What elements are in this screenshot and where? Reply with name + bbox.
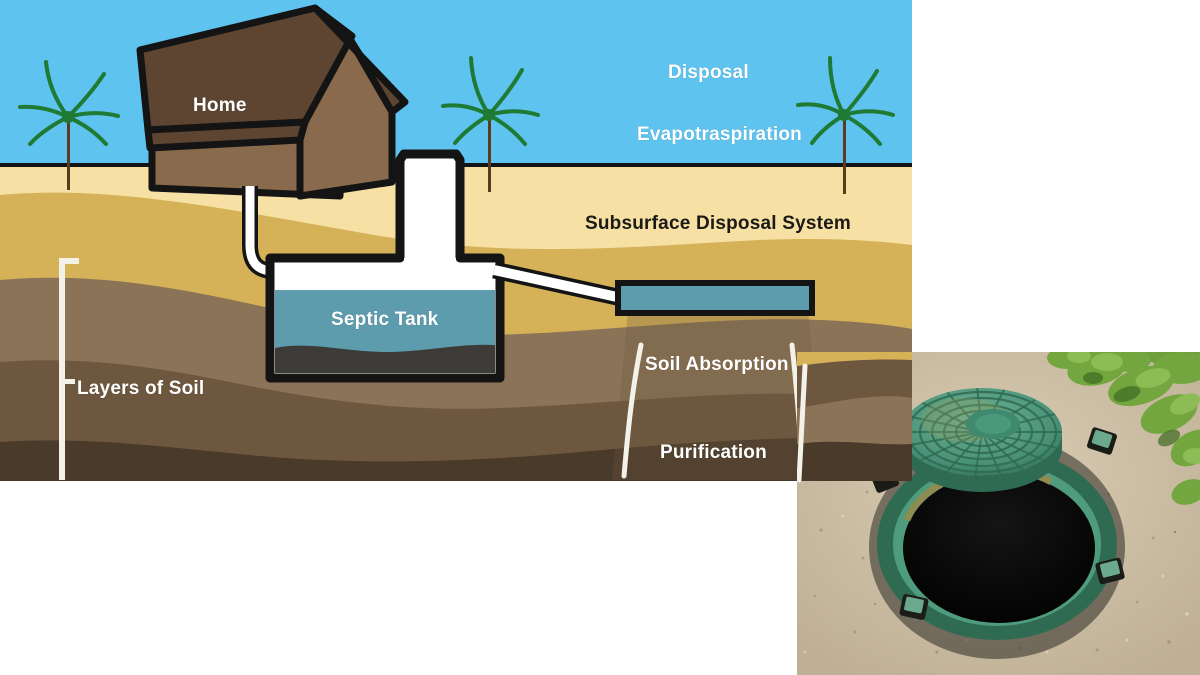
plant-right [796,56,895,194]
label-layers-of-soil: Layers of Soil [77,378,205,399]
house-roof-eave [144,118,309,152]
riser-lug-faces [904,430,1121,614]
label-evapotranspiration: Evapotraspiration [637,124,802,145]
label-septic-tank: Septic Tank [331,309,439,330]
label-subsurface-disposal-system: Subsurface Disposal System [585,213,852,234]
lid-edge [902,432,1062,492]
label-soil-absorption: Soil Absorption [645,354,789,375]
diagram-overlap-corner [797,352,912,483]
riser-lid [902,388,1062,492]
open-riser [871,427,1125,640]
percolation-line-left [621,342,644,479]
septic-tank [265,149,505,383]
photo-svg [797,352,1200,675]
septic-tank-riser [404,158,456,262]
septic-system-diagram: Home Septic Tank Disposal Evapotraspirat… [0,0,912,481]
drainfield-bed [615,280,815,316]
layers-of-soil-bracket [59,258,79,480]
label-home: Home [193,95,247,116]
label-disposal: Disposal [668,62,749,83]
green-vegetation [1047,352,1200,505]
septic-riser-photo [797,352,1200,675]
plant-middle [441,56,540,192]
plant-left [18,60,120,190]
label-purification: Purification [660,442,767,463]
tank-opening [903,473,1095,623]
septic-tank-riser-outline [395,149,465,258]
house [136,4,409,200]
house-roof-right [311,4,409,116]
lid-center-boss-inner [975,414,1011,434]
diagram-svg [0,0,912,481]
soil-layer-bottom [0,437,912,481]
septic-tank-sludge [275,344,495,373]
drainfield-plume [612,310,824,480]
house-roof-main [136,4,356,134]
